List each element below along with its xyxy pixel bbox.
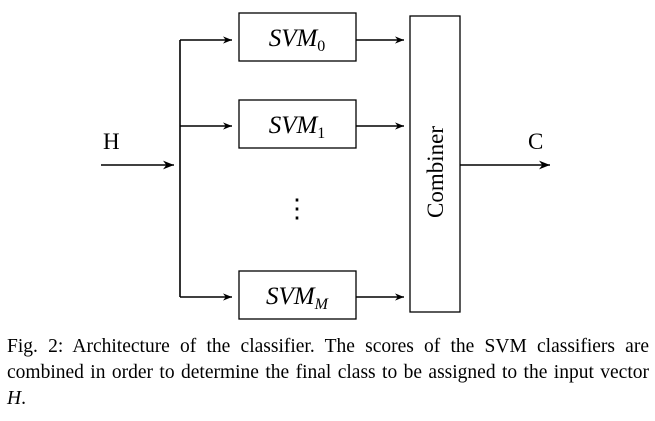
combiner-label: Combiner [423, 126, 448, 218]
svm-box-1: SVM1 [238, 99, 357, 149]
svm-subscript-0: 0 [317, 38, 325, 55]
svm-label-1: SVM [269, 112, 319, 139]
svm-subscript-m: M [314, 296, 330, 313]
svm-subscript-1: 1 [317, 125, 325, 142]
input-label: H [103, 129, 120, 154]
caption-end: . [21, 388, 26, 409]
caption-variable: H [7, 388, 22, 409]
svg-text:SVMM: SVMM [266, 283, 330, 313]
classifier-architecture-diagram: H SVM0 SVM1 SVMM ⋮ Combiner C [101, 12, 550, 320]
svm-label-m: SVM [266, 283, 316, 310]
output-label: C [528, 129, 543, 154]
svm-box-0: SVM0 [238, 12, 357, 62]
ellipsis: ⋮ [284, 194, 310, 223]
caption-text: Fig. 2: Architecture of the classifier. … [7, 336, 649, 383]
combiner-box: Combiner [409, 15, 461, 313]
svm-label-0: SVM [269, 25, 319, 52]
svg-text:SVM0: SVM0 [269, 25, 326, 55]
figure-caption: Fig. 2: Architecture of the classifier. … [7, 334, 649, 412]
svg-text:SVM1: SVM1 [269, 112, 326, 142]
svm-box-m: SVMM [238, 270, 357, 320]
